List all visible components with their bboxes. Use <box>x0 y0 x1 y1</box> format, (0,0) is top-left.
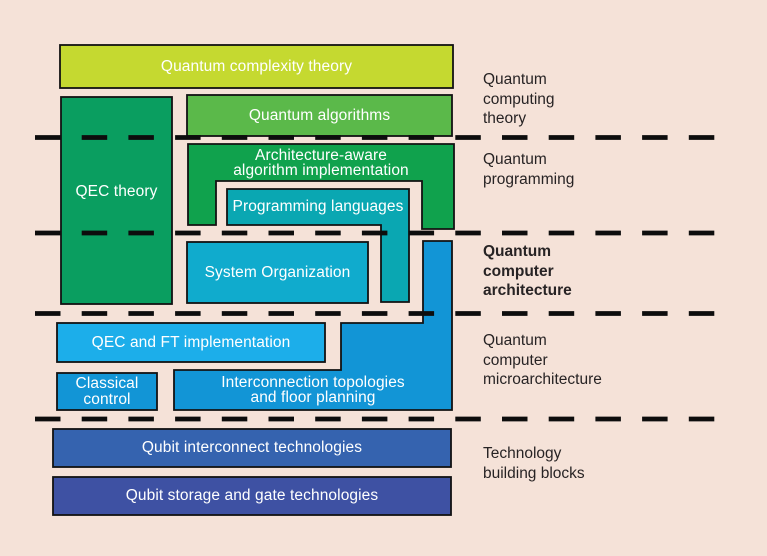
qubit-storage-label: Qubit storage and gate technologies <box>125 487 379 505</box>
classical-control-box <box>56 372 158 411</box>
layer-label-line: architecture <box>483 282 572 299</box>
qubit-interconnect-label: Qubit interconnect technologies <box>141 439 363 457</box>
layer-label-quantum-programming: Quantum programming <box>483 150 574 189</box>
architecture-aware-label-line1: Architecture-aware <box>255 146 387 164</box>
layer-label-line: Quantum <box>483 243 552 260</box>
interconnection-topologies-box <box>173 240 453 411</box>
programming-languages-label: Programming languages <box>232 198 404 216</box>
layer-label-line: theory <box>483 110 527 127</box>
layer-label-line: Quantum <box>483 151 547 168</box>
classical-control-label: Classical control <box>57 373 157 410</box>
system-organization-box <box>186 241 369 304</box>
architecture-aware-label-line2: algorithm implementation <box>233 161 409 179</box>
layer-label-line: Quantum <box>483 71 547 88</box>
layer-label-line: computing <box>483 90 555 108</box>
quantum-complexity-theory-label: Quantum complexity theory <box>160 57 353 75</box>
layer-label-quantum-computing-theory: Quantum computing theory <box>483 70 555 129</box>
qubit-storage-box <box>52 476 452 516</box>
layer-label-line: Technology <box>483 445 562 462</box>
architecture-aware-box <box>187 143 455 230</box>
classical-control-label-line2: control <box>83 390 131 408</box>
architecture-aware-label: Architecture-aware algorithm implementat… <box>188 144 454 181</box>
layer-label-quantum-computer-architecture: Quantum computer architecture <box>483 242 572 301</box>
system-organization-label: System Organization <box>204 263 351 281</box>
interconnection-topologies-label: Interconnection topologies and floor pla… <box>174 370 452 410</box>
layer-label-line: Quantum <box>483 332 547 349</box>
layer-label-quantum-computer-microarchitecture: Quantum computer microarchitecture <box>483 331 602 390</box>
programming-languages-box <box>226 188 410 303</box>
layer-label-line: building blocks <box>483 464 585 482</box>
layer-label-line: computer <box>483 262 554 280</box>
qec-theory-label: QEC theory <box>75 183 158 201</box>
qec-ft-implementation-label: QEC and FT implementation <box>91 333 291 351</box>
quantum-algorithms-label: Quantum algorithms <box>248 106 391 124</box>
interconnection-topologies-label-line2: and floor planning <box>250 389 376 406</box>
interconnection-topologies-label-line1: Interconnection topologies <box>221 373 405 391</box>
qec-theory-box <box>60 96 173 305</box>
layer-label-line: programming <box>483 170 575 188</box>
qec-ft-implementation-box <box>56 322 326 363</box>
quantum-complexity-theory-box <box>59 44 454 89</box>
layer-label-line: microarchitecture <box>483 371 602 388</box>
classical-control-label-line1: Classical <box>75 375 139 392</box>
layer-label-technology-building-blocks: Technology building blocks <box>483 444 585 483</box>
qubit-interconnect-box <box>52 428 452 468</box>
layer-label-line: computer <box>483 351 548 369</box>
